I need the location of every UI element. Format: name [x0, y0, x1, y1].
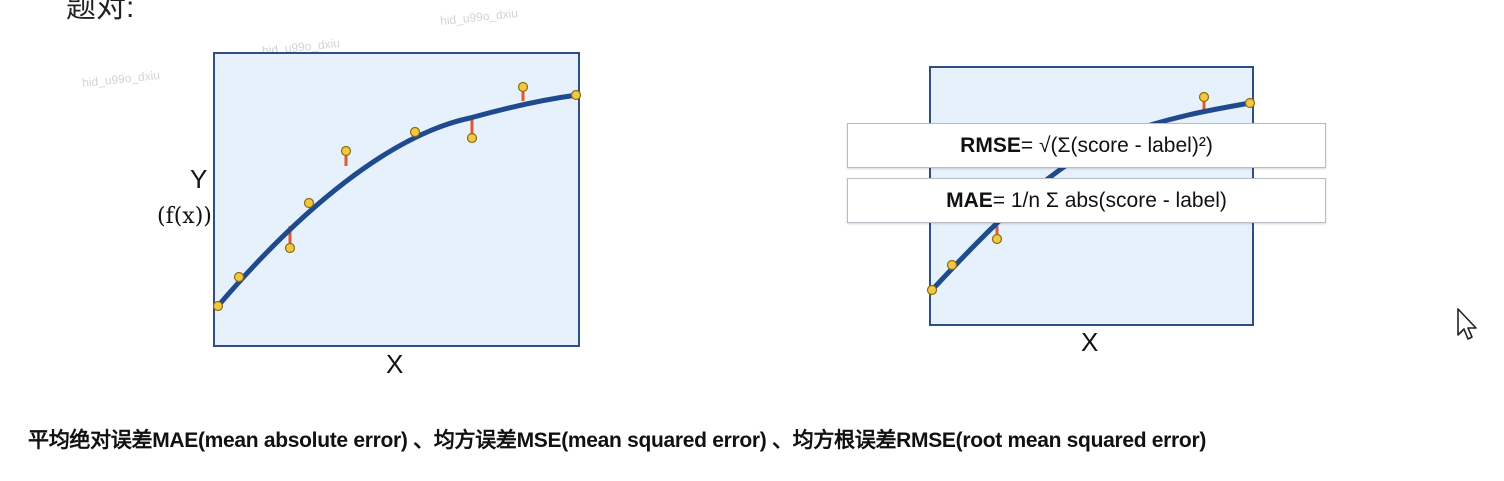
data-point [303, 197, 315, 209]
data-point [212, 300, 224, 312]
left-y-axis-label: Y [190, 164, 208, 194]
data-point [284, 242, 296, 254]
left-y-axis-sublabel: (f(x)) [157, 204, 212, 229]
data-point [570, 89, 582, 101]
data-point [409, 126, 421, 138]
mae-formula-box: MAE = 1/n Σ abs(score - label) [847, 178, 1326, 223]
data-point [233, 271, 245, 283]
data-point [340, 145, 352, 157]
data-point [517, 81, 529, 93]
right-x-axis-label: X [1081, 327, 1099, 357]
right-points [926, 91, 1256, 296]
data-point [991, 233, 1003, 245]
top-partial-text: 题对: [66, 0, 135, 24]
left-fit-curve [215, 92, 580, 309]
metrics-caption: 平均绝对误差MAE(mean absolute error) 、均方误差MSE(… [28, 429, 1207, 452]
rmse-formula-box: RMSE = √(Σ(score - label)²) [847, 123, 1326, 168]
rmse-label: RMSE [960, 133, 1021, 157]
left-points [212, 81, 582, 312]
mae-label: MAE [946, 188, 993, 212]
data-point [946, 259, 958, 271]
mae-expression: = 1/n Σ abs(score - label) [992, 188, 1227, 212]
data-point [1198, 91, 1210, 103]
left-x-axis-label: X [386, 349, 404, 379]
left-plot-area [213, 52, 580, 347]
mouse-cursor-icon [1457, 308, 1477, 340]
rmse-expression: = √(Σ(score - label)²) [1020, 133, 1213, 157]
data-point [1244, 97, 1256, 109]
data-point [466, 132, 478, 144]
data-point [926, 284, 938, 296]
